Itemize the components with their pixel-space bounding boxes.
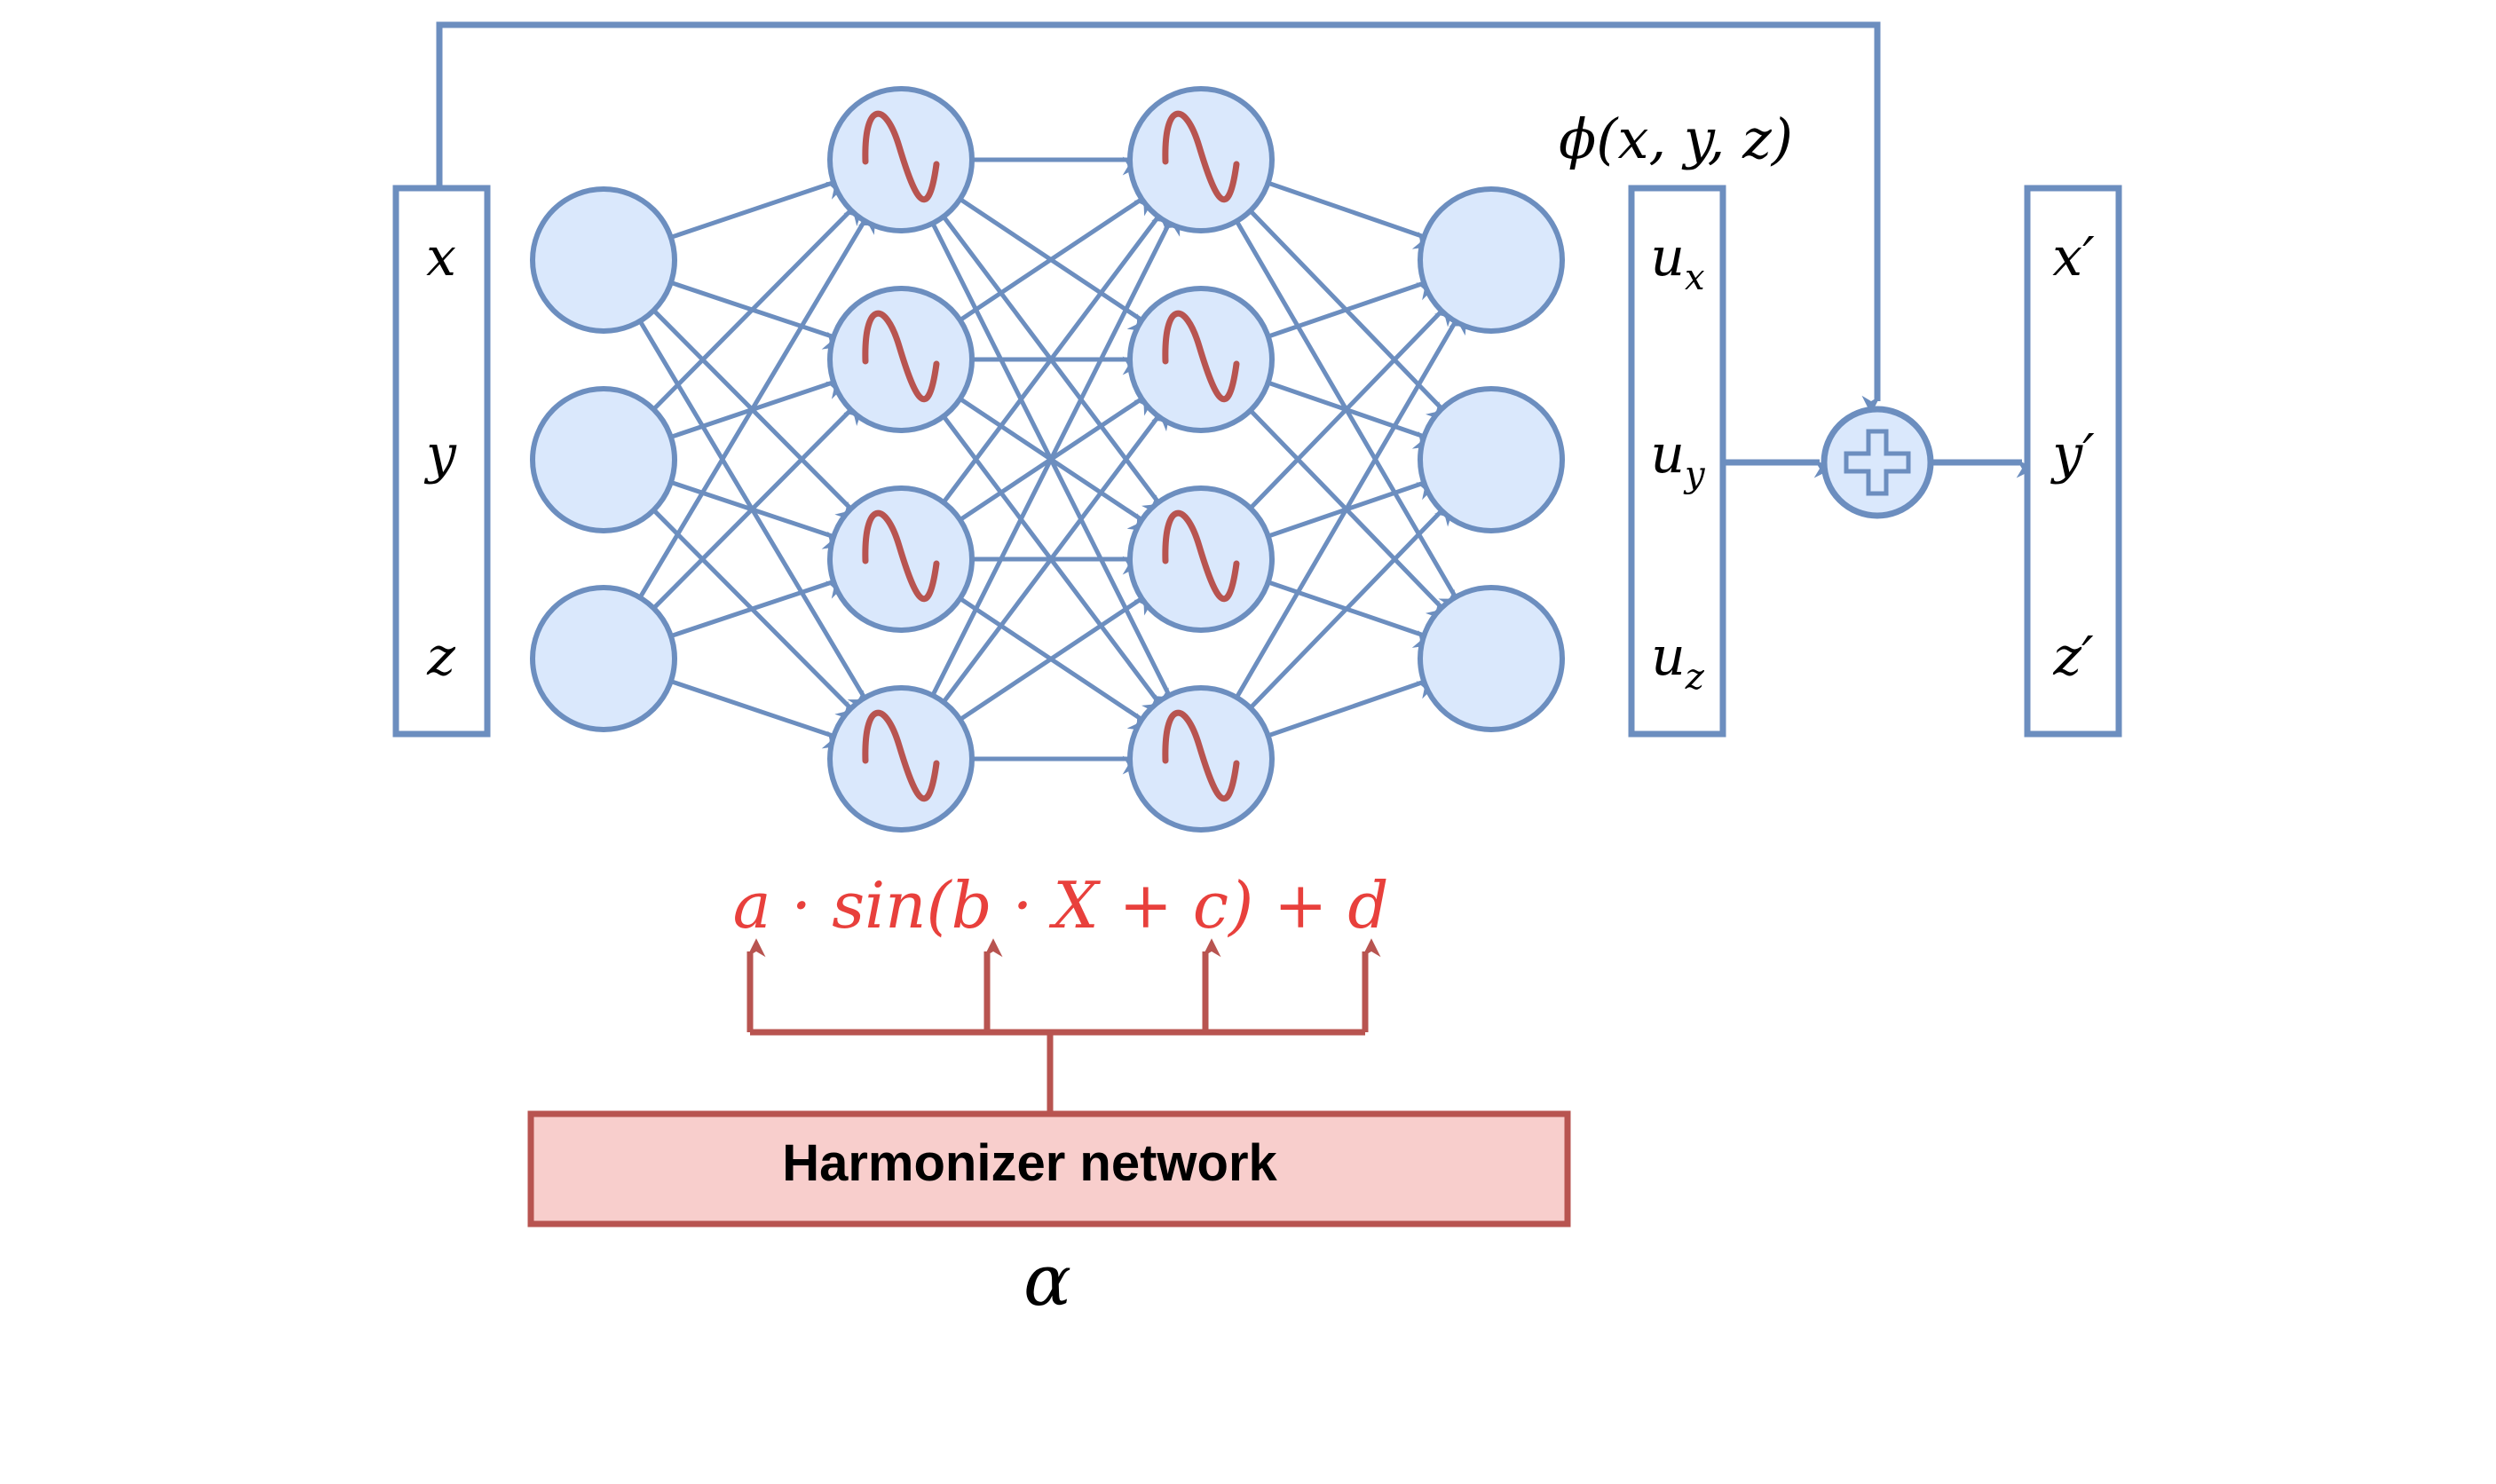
formula-var-x: X bbox=[1048, 868, 1101, 943]
ux-sub: x bbox=[1685, 257, 1705, 298]
input-layer-node-1 bbox=[530, 186, 677, 334]
connection-hidden-layer-1-2-to-hidden-layer-2-1 bbox=[959, 198, 1155, 322]
output-layer-node-3 bbox=[1418, 585, 1565, 732]
formula-dot-1: · bbox=[791, 868, 811, 943]
output-y-prime-label: y′ bbox=[2050, 423, 2095, 485]
harmonizer-network: Harmonizer network bbox=[527, 1110, 1571, 1227]
layer-connections bbox=[637, 156, 1467, 775]
formula-plus-2: + bbox=[1274, 868, 1327, 943]
adder: + bbox=[1821, 406, 1934, 519]
formula-dot-2: · bbox=[1013, 868, 1033, 943]
output-vector-box bbox=[2024, 185, 2122, 738]
displacement-uz-label: uz bbox=[1651, 626, 1705, 698]
displacement-uy-label: uy bbox=[1650, 423, 1706, 495]
connection-hidden-layer-2-1-to-output-layer-1 bbox=[1267, 180, 1434, 249]
sine-wave-icon bbox=[862, 709, 940, 802]
connection-input-layer-1-to-hidden-layer-1-1 bbox=[670, 180, 847, 240]
input-layer-node-3 bbox=[530, 585, 677, 732]
harmonizer-alpha-label: α bbox=[1023, 1239, 1071, 1322]
hidden-layer-2 bbox=[1127, 86, 1275, 833]
sine-activation-formula: a · sin(b · X + c) + d bbox=[733, 868, 1389, 943]
sine-wave-icon bbox=[862, 110, 940, 203]
harmonizer-network-box bbox=[527, 1110, 1571, 1227]
connection-hidden-layer-2-4-to-output-layer-3 bbox=[1267, 680, 1437, 738]
sine-wave-icon bbox=[862, 310, 940, 403]
uy-sub: y bbox=[1683, 454, 1706, 495]
sine-wave-icon bbox=[1162, 110, 1240, 203]
network-nodes bbox=[530, 86, 1565, 833]
input-layer-node-2 bbox=[530, 386, 677, 533]
connection-hidden-layer-1-4-to-hidden-layer-2-2 bbox=[942, 411, 1171, 704]
input-vector-box bbox=[392, 185, 491, 738]
connection-hidden-layer-2-4-to-output-layer-2 bbox=[1248, 507, 1455, 710]
skip-connection-arrow bbox=[436, 21, 1881, 414]
output-z-prime-label: z′ bbox=[2052, 626, 2094, 688]
formula-plus-1: + bbox=[1119, 868, 1173, 943]
connection-hidden-layer-2-2-to-output-layer-1 bbox=[1267, 281, 1437, 339]
output-layer bbox=[1418, 186, 1565, 732]
formula-param-d: d bbox=[1347, 868, 1388, 943]
connection-hidden-layer-2-4-to-output-layer-1 bbox=[1235, 314, 1467, 699]
input-z-label: z bbox=[426, 626, 455, 688]
formula-param-c: c bbox=[1193, 868, 1228, 943]
hidden-layer-1 bbox=[827, 86, 975, 833]
sine-wave-icon bbox=[1162, 709, 1240, 802]
connection-input-layer-3-to-hidden-layer-1-4 bbox=[670, 679, 842, 749]
connection-hidden-layer-1-3-to-hidden-layer-2-1 bbox=[942, 211, 1171, 504]
harmonizer-network-label: Harmonizer network bbox=[782, 1134, 1277, 1192]
displacement-ux-label: ux bbox=[1650, 226, 1704, 298]
input-y-label: y bbox=[423, 423, 457, 485]
connection-input-layer-3-to-hidden-layer-1-1 bbox=[637, 214, 876, 599]
output-vector: x′ y′ z′ bbox=[2024, 185, 2122, 738]
uz-base: u bbox=[1651, 626, 1686, 688]
connection-hidden-layer-1-4-to-hidden-layer-2-1 bbox=[930, 216, 1181, 697]
sine-wave-icon bbox=[1162, 310, 1240, 403]
connection-input-layer-2-to-hidden-layer-1-1 bbox=[652, 206, 864, 411]
formula-param-b: b bbox=[952, 868, 992, 943]
output-x-prime-label: x′ bbox=[2052, 226, 2095, 288]
output-layer-node-1 bbox=[1418, 186, 1565, 334]
ux-base: u bbox=[1650, 226, 1685, 288]
displacement-vector: ux uy uz bbox=[1628, 185, 1726, 738]
input-layer bbox=[530, 186, 677, 732]
input-vector: x y z bbox=[392, 185, 491, 738]
uy-base: u bbox=[1650, 423, 1685, 485]
sine-wave-icon bbox=[862, 509, 940, 603]
plus-icon bbox=[1844, 429, 1911, 496]
sine-wave-icon bbox=[1162, 509, 1240, 603]
harmonizer-param-arrows bbox=[746, 938, 1381, 1114]
connection-input-layer-3-to-hidden-layer-1-2 bbox=[652, 406, 864, 611]
formula-sin: sin bbox=[832, 868, 926, 943]
output-layer-node-2 bbox=[1418, 386, 1565, 533]
phi-label: ϕ(x, y, z) bbox=[1559, 107, 1793, 171]
formula-close-paren: ) bbox=[1227, 868, 1253, 943]
formula-param-a: a bbox=[733, 868, 771, 943]
connection-hidden-layer-1-4-to-hidden-layer-2-3 bbox=[959, 597, 1155, 722]
uz-sub: z bbox=[1685, 657, 1705, 698]
input-x-label: x bbox=[426, 226, 456, 288]
connection-hidden-layer-2-3-to-output-layer-1 bbox=[1248, 307, 1455, 510]
connection-input-layer-3-to-hidden-layer-1-3 bbox=[670, 580, 847, 638]
formula-open-paren: ( bbox=[927, 868, 953, 943]
